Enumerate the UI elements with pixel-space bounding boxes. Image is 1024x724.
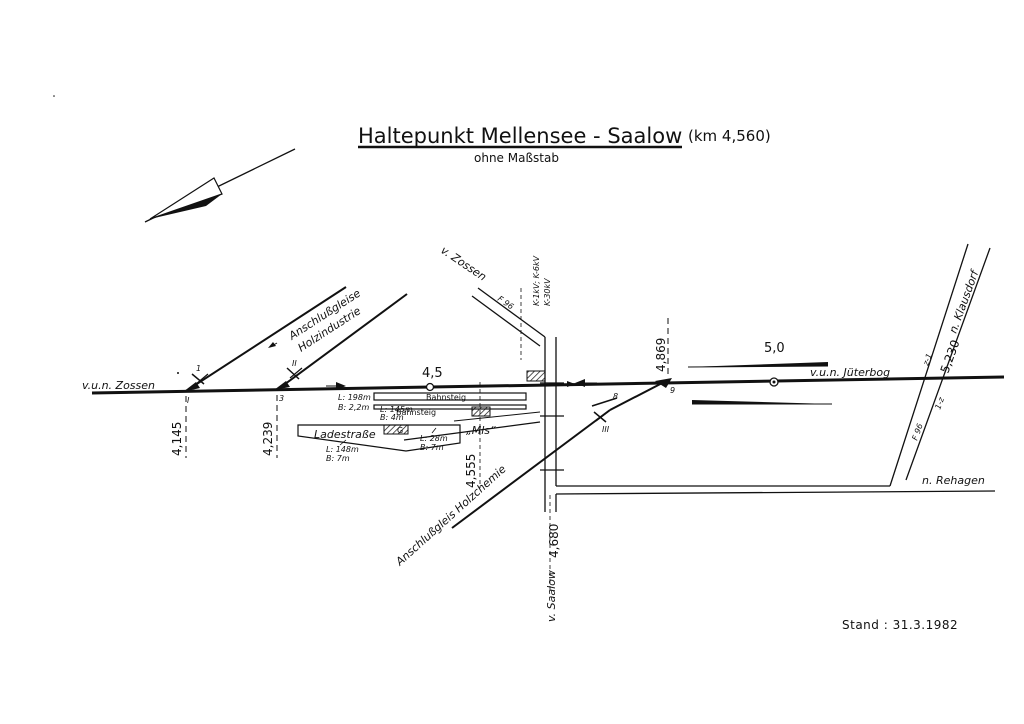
switch-III: III [602, 425, 610, 434]
road-klausdorf [889, 243, 991, 487]
goods-box-label: G [397, 426, 403, 435]
platform-1-width: B: 2,2m [338, 403, 369, 412]
road-mark-2: 1-z [933, 395, 946, 410]
direction-west: v.u.n. Zossen [82, 379, 155, 392]
from-saalow-label: v. Saalow [545, 570, 558, 622]
f96b-label: F 96 [910, 422, 924, 441]
mls-length: L: 28m [420, 434, 448, 443]
loading-track [403, 421, 541, 441]
km-mark-5230: 5,230 [938, 338, 963, 375]
loading-label: Ladestraße [314, 428, 376, 441]
goods-box [383, 424, 409, 435]
mls-width: B: 7m [420, 443, 444, 452]
switch-I: I [187, 396, 190, 405]
loading-area [297, 424, 461, 452]
switch-II: II [292, 359, 297, 368]
title-km: (km 4,560) [688, 127, 771, 145]
cable-label: K-1kV; K-6kV [532, 255, 541, 306]
km-mark-4555: 4,555 [464, 454, 478, 488]
km-mark-4680: 4,680 [547, 524, 561, 558]
platform-1-length: L: 198m [338, 393, 371, 402]
switch-3: 3 [279, 394, 284, 403]
loading-width: B: 7m [326, 454, 350, 463]
shelter-box [471, 406, 491, 417]
to-klausdorf-label: n. Klausdorf [947, 267, 982, 335]
road-mark-1: z-1 [921, 352, 934, 367]
platform-1 [373, 392, 527, 401]
platform-2-length: L: 145m [380, 405, 413, 414]
switch-9: 9 [670, 386, 675, 395]
switch-1: 1 [196, 364, 201, 373]
platform-2 [373, 404, 527, 410]
grade-label: 4,5 [422, 366, 443, 381]
cable-label-2: K-30kV [543, 278, 552, 306]
to-rehagen-label: n. Rehagen [922, 474, 985, 487]
km-mark-4869: 4,869 [654, 338, 668, 372]
subtitle: ohne Maßstab [474, 151, 559, 165]
road-crossing [471, 287, 996, 590]
speed-label: 5,0 [764, 341, 785, 356]
platform-2-width: B: 4m [380, 413, 404, 422]
speed-boards [687, 362, 832, 405]
stand-date: Stand : 31.3.1982 [842, 618, 959, 632]
direction-east: v.u.n. Jüterbog [810, 366, 890, 379]
north-arrow-icon [144, 148, 296, 223]
from-zossen-label: v. Zossen [438, 244, 488, 284]
title-text: Haltepunkt Mellensee - Saalow [358, 124, 682, 148]
km-mark-4145: 4,145 [170, 422, 184, 456]
main-track [91, 375, 1005, 395]
grade-point-icon [425, 382, 435, 392]
switch-8: 8 [613, 392, 618, 401]
km-mark-4239: 4,239 [261, 422, 275, 456]
siding-holzindustrie [183, 286, 408, 392]
siding-holzchemie [451, 378, 672, 529]
station-building [526, 370, 546, 382]
holzchemie-label: Anschlußgleis Holzchemie [393, 462, 509, 568]
loading-length: L: 148m [326, 445, 359, 454]
platform-2-label: Bahnsteig [396, 408, 436, 417]
mls-label: „Mls“ [466, 424, 496, 437]
platform-1-label: Bahnsteig [426, 393, 466, 402]
arrow-west-icon [575, 379, 585, 387]
arrow-east-icon [336, 382, 346, 390]
